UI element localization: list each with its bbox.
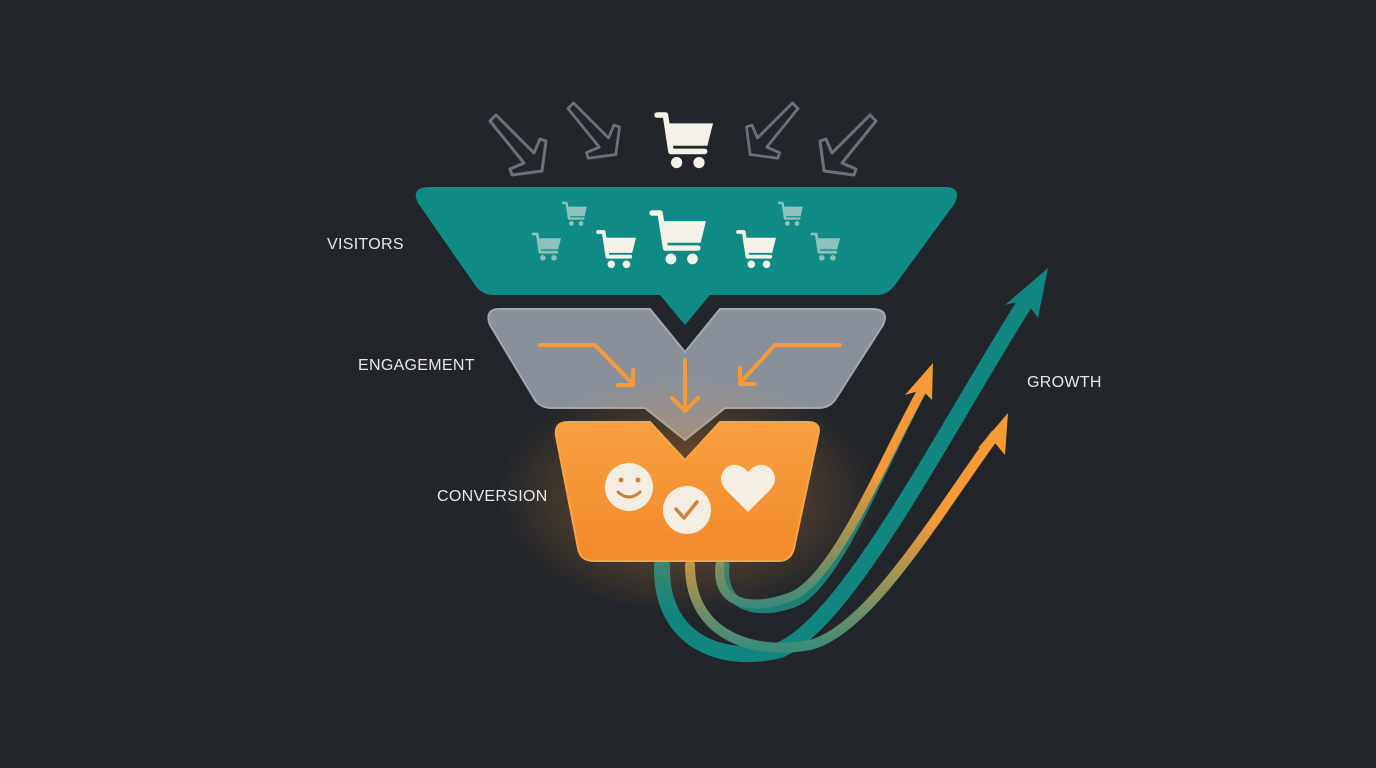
incoming-arrow-icon bbox=[745, 101, 800, 160]
smiley-icon bbox=[605, 463, 653, 511]
shopping-cart-icon bbox=[657, 115, 713, 168]
incoming-arrow-icon bbox=[818, 113, 878, 177]
stage-label-visitors: VISITORS bbox=[327, 236, 404, 253]
arrowhead-orange-2 bbox=[978, 413, 1008, 455]
growth-arrow-orange-2 bbox=[685, 430, 1000, 653]
arrowhead-teal bbox=[1005, 268, 1048, 318]
arrowhead-orange-1 bbox=[905, 363, 933, 400]
visitors-stage bbox=[415, 187, 958, 325]
incoming-arrow-icon bbox=[566, 101, 621, 160]
growth-label: GROWTH bbox=[1027, 374, 1102, 391]
stage-label-conversion: CONVERSION bbox=[437, 488, 548, 505]
heart-icon bbox=[721, 464, 775, 512]
incoming-arrow-icon bbox=[488, 113, 548, 177]
check-circle-icon bbox=[663, 486, 711, 534]
growth-arrow-teal bbox=[653, 287, 1038, 663]
stage-label-engagement: ENGAGEMENT bbox=[358, 357, 475, 374]
